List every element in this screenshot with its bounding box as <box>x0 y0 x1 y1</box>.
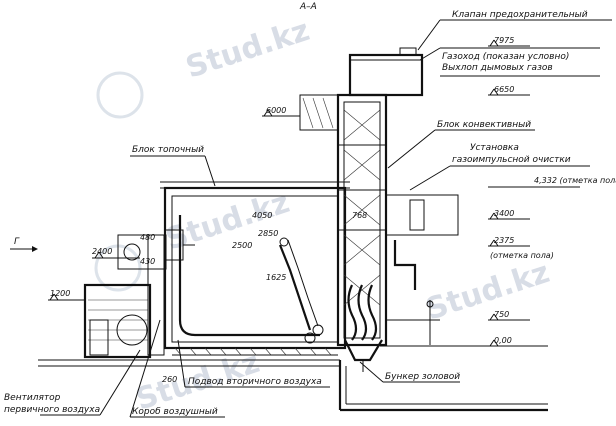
dim-430: 430 <box>140 257 155 266</box>
dim-1200: 1200 <box>50 289 70 298</box>
dim-2375: 2375 <box>494 236 514 245</box>
dim-4050: 4050 <box>252 211 272 220</box>
label-fan-2: первичного воздуха <box>4 405 100 415</box>
label-convective-block: Блок конвективный <box>437 120 531 130</box>
dim-750: 750 <box>494 310 509 319</box>
label-gas-duct-1: Газоход (показан условно) <box>442 52 569 62</box>
dim-6000: 6000 <box>266 106 286 115</box>
furnace-block <box>160 181 350 356</box>
dim-768: 768 <box>352 211 367 220</box>
label-air-box: Короб воздушный <box>132 407 218 417</box>
air-box <box>117 234 167 356</box>
dim-2850: 2850 <box>258 229 278 238</box>
dim-2375-note: (отметка пола) <box>490 251 554 260</box>
dim-1625: 1625 <box>266 273 286 282</box>
label-secondary-air: Подвод вторичного воздуха <box>188 377 322 387</box>
gas-cleaning-unit <box>385 194 459 345</box>
dim-480: 480 <box>140 233 155 242</box>
watermark-1: Stud.kz <box>182 13 314 86</box>
label-gas-cleaning-1: Установка <box>470 143 519 153</box>
dim-260: 260 <box>162 375 177 384</box>
burner <box>164 229 195 261</box>
dim-2500: 2500 <box>232 241 252 250</box>
primary-air-fan <box>83 283 152 359</box>
label-gas-duct-2: Выхлоп дымовых газов <box>442 63 553 73</box>
label-gas-cleaning-2: газоимпульсной очистки <box>452 155 571 165</box>
secondary-air-duct <box>278 237 319 331</box>
ash-hopper <box>344 339 383 372</box>
leader-lines <box>40 19 612 418</box>
gas-duct <box>299 47 424 131</box>
dim-4332: 4,332 (отметка пола) <box>534 176 616 185</box>
watermark-3: Stud.kz <box>422 255 554 328</box>
dim-3400: 3400 <box>494 209 514 218</box>
label-fan-1: Вентилятор <box>4 393 61 403</box>
dim-7975: 7975 <box>494 36 514 45</box>
dim-2400: 2400 <box>92 247 112 256</box>
label-furnace-block: Блок топочный <box>132 145 204 155</box>
watermark-logo-icon <box>96 71 144 119</box>
section-title: А–А <box>299 2 317 12</box>
level-marks <box>10 39 580 347</box>
dim-6650: 6650 <box>494 85 514 94</box>
label-ash-hopper: Бункер золовой <box>385 372 460 382</box>
label-safety-valve: Клапан предохранительный <box>452 10 588 20</box>
label-direction: Г <box>14 237 20 247</box>
direction-arrow-icon <box>32 246 38 252</box>
ground-line <box>38 345 548 412</box>
dim-000: 0,00 <box>494 336 512 345</box>
